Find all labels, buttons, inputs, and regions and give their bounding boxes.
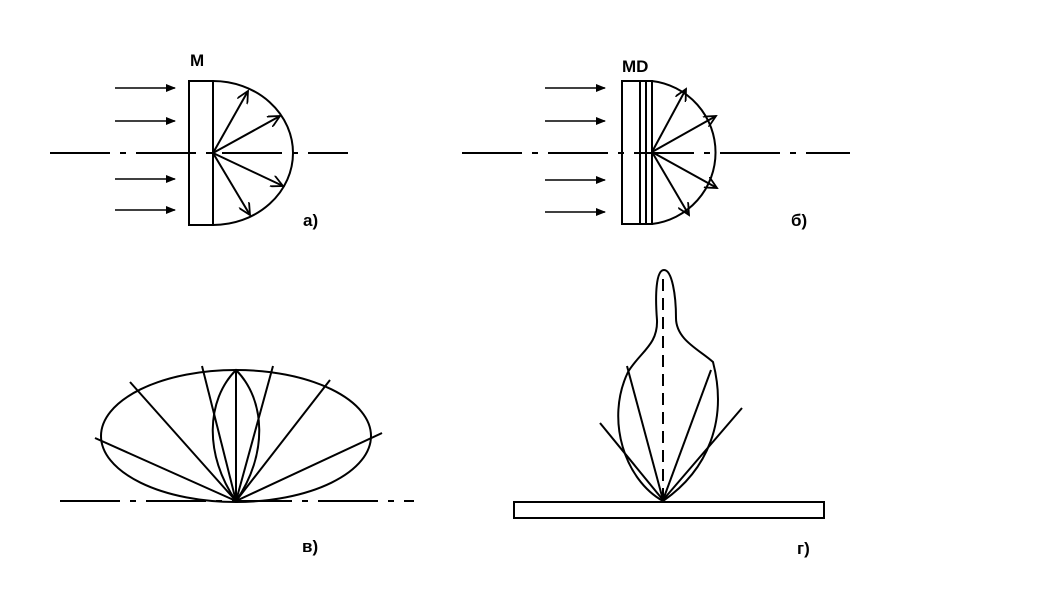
ray-fan bbox=[94, 365, 383, 502]
scatter-ray bbox=[212, 152, 283, 186]
ray bbox=[201, 365, 237, 502]
panel-caption: а) bbox=[303, 211, 318, 230]
scatter-ray bbox=[651, 151, 689, 215]
scatter-ray bbox=[651, 151, 717, 188]
panel-a: M а) bbox=[50, 51, 348, 230]
ray bbox=[235, 379, 331, 502]
scatter-ray bbox=[212, 91, 248, 154]
ray bbox=[626, 365, 664, 501]
panel-caption: г) bbox=[797, 539, 810, 558]
ray bbox=[129, 381, 237, 502]
panel-caption: в) bbox=[302, 537, 318, 556]
scatter-ray bbox=[212, 116, 280, 154]
ray bbox=[599, 422, 664, 501]
ray bbox=[235, 432, 383, 502]
scatter-indicatrix bbox=[212, 80, 294, 226]
ray bbox=[662, 369, 712, 501]
scatter-ray bbox=[212, 152, 250, 215]
panel-caption: б) bbox=[791, 211, 807, 230]
scatter-ray bbox=[651, 116, 716, 153]
ray bbox=[94, 437, 237, 502]
ray bbox=[662, 407, 743, 501]
ray-fan bbox=[599, 365, 743, 501]
scatter-indicatrix bbox=[617, 268, 719, 503]
substrate-plate bbox=[513, 501, 825, 519]
panel-c: в) bbox=[60, 365, 414, 556]
ray bbox=[235, 365, 274, 502]
material-label: MD bbox=[622, 57, 648, 76]
scatter-ray bbox=[651, 89, 686, 153]
material-label: M bbox=[190, 51, 204, 70]
panel-b: MD б) bbox=[462, 57, 850, 230]
panel-d: г) bbox=[513, 268, 825, 558]
